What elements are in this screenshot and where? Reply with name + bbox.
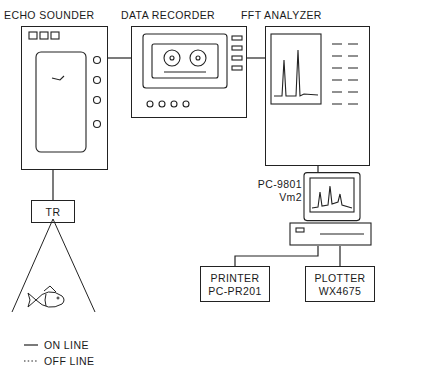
signal-line — [235, 246, 318, 266]
device-box: DATA RECORDER — [131, 26, 247, 118]
device-box: FFT ANALYZER — [265, 26, 370, 166]
fish-figure — [28, 286, 64, 307]
legend-row: ON LINE — [22, 337, 94, 353]
fish-figure-stroke — [36, 292, 64, 307]
recorder-details-stroke — [183, 101, 189, 107]
signal-line — [339, 246, 340, 266]
recorder-details-stroke — [171, 101, 177, 107]
signal-line — [317, 166, 318, 172]
recorder-details-stroke — [164, 50, 180, 66]
signal-line — [52, 170, 53, 200]
legend-line — [24, 360, 38, 361]
node-label: PRINTER PC-PR201 — [201, 270, 269, 297]
echo-sounder-details-stroke — [40, 32, 48, 39]
echo-sounder-details-stroke — [36, 52, 86, 152]
recorder-details-stroke — [232, 56, 242, 60]
device-heading: DATA RECORDER — [121, 9, 215, 22]
recorder-details-stroke — [152, 44, 218, 78]
echo-sounder-details-stroke — [94, 77, 101, 84]
device-box: ECHO SOUNDER — [21, 26, 108, 170]
recorder-details-stroke — [170, 56, 174, 60]
fft-details — [271, 34, 358, 104]
node-label: TR — [32, 204, 74, 219]
node-label: PC-9801 Vm2 — [250, 178, 302, 203]
computer-figure — [290, 173, 371, 245]
drive-slot — [296, 228, 304, 232]
device-box: PRINTER PC-PR201 — [200, 266, 270, 302]
fft-details-stroke — [271, 34, 321, 104]
echo-sounder-details-stroke — [52, 76, 64, 80]
node-label: PLOTTER WX4675 — [306, 270, 374, 297]
legend: ON LINE OFF LINE — [22, 337, 94, 369]
legend-text: OFF LINE — [44, 355, 94, 368]
echo-sounder-details-stroke — [94, 97, 101, 104]
computer-node: PC-9801 Vm2 — [250, 172, 372, 246]
recorder-details-stroke — [164, 71, 206, 72]
fish-figure-stroke — [45, 294, 46, 306]
monitor-screen — [310, 178, 354, 212]
echo-sounder-details-stroke — [51, 32, 59, 39]
sound-beam-stroke — [53, 219, 95, 312]
echo-sounder-details — [29, 32, 101, 152]
computer-base — [290, 223, 371, 245]
recorder-details — [143, 34, 242, 107]
device-heading: ECHO SOUNDER — [4, 9, 95, 22]
echo-sounder-details-stroke — [29, 32, 37, 39]
recorder-details-stroke — [143, 34, 227, 88]
legend-row: OFF LINE — [22, 353, 94, 369]
recorder-details-stroke — [190, 50, 206, 66]
recorder-details-stroke — [232, 46, 242, 50]
drive-slot — [320, 233, 364, 234]
recorder-details-stroke — [196, 56, 200, 60]
echo-sounder-details-stroke — [94, 121, 101, 128]
fft-details-stroke — [274, 50, 318, 96]
echo-sounder-details-stroke — [94, 57, 101, 64]
fish-figure-stroke — [28, 293, 36, 307]
recorder-details-stroke — [159, 101, 165, 107]
recorder-details-stroke — [232, 66, 242, 70]
sound-beam-stroke — [12, 219, 53, 312]
signal-line — [108, 57, 131, 58]
spectrum-trace — [312, 186, 352, 208]
legend-text: ON LINE — [44, 339, 89, 352]
recorder-details-stroke — [232, 36, 242, 40]
fft-details-stroke — [332, 44, 358, 104]
device-heading: FFT ANALYZER — [241, 9, 322, 22]
monitor-outline — [304, 173, 360, 221]
sound-beam — [12, 219, 95, 312]
fish-figure-stroke — [57, 297, 59, 299]
transducer-box: TR — [31, 200, 75, 223]
legend-sample — [22, 356, 40, 366]
signal-line — [247, 57, 265, 58]
device-box: PLOTTER WX4675 — [305, 266, 375, 302]
legend-line — [24, 344, 38, 345]
fish-figure-stroke — [44, 286, 56, 292]
recorder-details-stroke — [147, 101, 153, 107]
legend-sample — [22, 340, 40, 350]
